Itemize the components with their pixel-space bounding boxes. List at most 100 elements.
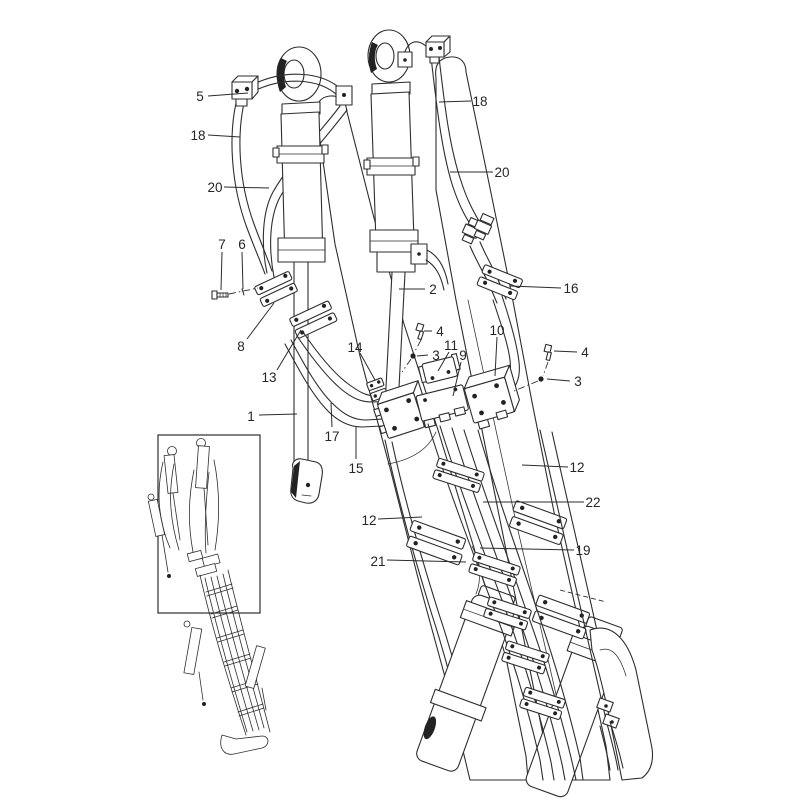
- callout-number: 2: [429, 282, 437, 297]
- inset-overview: [147, 434, 271, 755]
- screw-icon: [211, 287, 259, 300]
- callout-leader-line: [479, 547, 575, 551]
- callout-number: 12: [361, 513, 376, 528]
- callout-leader-line: [437, 351, 450, 372]
- left-hose-pair-18: [231, 98, 273, 275]
- callout-leader-line: [386, 559, 467, 563]
- callout-2: 2: [399, 282, 437, 297]
- callout-leader-line: [207, 92, 249, 97]
- callout-number: 12: [569, 460, 584, 475]
- callout-number: 19: [575, 543, 590, 558]
- boom-foot-bracket: [559, 589, 654, 781]
- callout-4: 4: [553, 345, 589, 360]
- callout-leader-line: [509, 285, 562, 289]
- callout-number: 16: [563, 281, 578, 296]
- callout-20: 20: [450, 165, 510, 180]
- inset-mini-drawing: [147, 438, 271, 755]
- callout-leader-line: [546, 378, 571, 382]
- banjo-block-5: [231, 73, 353, 107]
- callout-leader-line: [207, 134, 241, 138]
- callout-number: 7: [218, 237, 226, 252]
- callout-number: 10: [489, 323, 504, 338]
- callout-9: 9: [452, 348, 467, 397]
- bolt-icon: [513, 343, 553, 392]
- callout-16: 16: [509, 281, 579, 296]
- callout-number: 3: [432, 348, 440, 363]
- callout-1: 1: [247, 409, 298, 424]
- callout-number: 20: [494, 165, 509, 180]
- callout-11: 11: [437, 338, 458, 372]
- callout-number: 22: [585, 495, 600, 510]
- callout-number: 13: [261, 370, 276, 385]
- callout-number: 1: [247, 409, 255, 424]
- callout-leader-line: [452, 361, 462, 397]
- hose-clamp-8: [254, 271, 298, 307]
- valve-block-11: [417, 352, 461, 384]
- callout-number: 21: [370, 554, 385, 569]
- callout-20: 20: [207, 180, 270, 195]
- bundle-clamp: [483, 596, 532, 631]
- callout-10: 10: [489, 323, 505, 377]
- callout-leader-line: [553, 350, 578, 353]
- bundle-clamp: [432, 457, 485, 493]
- callout-leader-line: [246, 302, 275, 340]
- callout-leader-line: [330, 402, 333, 428]
- bundle-clamp: [519, 686, 566, 720]
- rod-end-clevis: [290, 458, 323, 504]
- callout-leader-line: [521, 464, 569, 468]
- callout-number: 9: [459, 348, 467, 363]
- callout-7: 7: [218, 237, 226, 291]
- callout-number: 18: [472, 94, 487, 109]
- callout-number: 18: [190, 128, 205, 143]
- beam-band-clamp: [406, 520, 467, 566]
- callout-14: 14: [347, 340, 376, 381]
- callout-15: 15: [348, 427, 364, 476]
- callout-number: 20: [207, 180, 222, 195]
- u-bend-hoses: [284, 331, 405, 428]
- callout-17: 17: [324, 402, 340, 444]
- callout-number: 8: [237, 339, 245, 354]
- bolt-icon: [401, 322, 425, 373]
- callout-8: 8: [237, 302, 275, 354]
- callout-3: 3: [416, 348, 440, 363]
- callout-number: 4: [436, 324, 444, 339]
- beam-band-clamp: [509, 500, 568, 545]
- callout-leader-line: [416, 354, 429, 357]
- callout-18: 18: [438, 94, 488, 109]
- hose-clamp-16: [476, 264, 523, 301]
- callout-number: 14: [347, 340, 363, 355]
- banjo-block-right: [397, 35, 451, 68]
- callout-leader-line: [438, 100, 472, 103]
- callout-leader-line: [359, 352, 376, 381]
- callout-19: 19: [479, 543, 591, 558]
- callout-leader-line: [377, 516, 423, 520]
- callout-leader-line: [223, 186, 270, 189]
- callout-leader-line: [220, 251, 223, 291]
- hose-clamp-13: [289, 300, 338, 339]
- callout-number: 6: [238, 237, 246, 252]
- callout-number: 3: [574, 374, 582, 389]
- callout-number: 11: [444, 338, 458, 353]
- callout-5: 5: [196, 89, 249, 104]
- callout-number: 15: [348, 461, 363, 476]
- beam-band-clamp: [531, 594, 591, 640]
- right-top-cylinder: [363, 29, 449, 397]
- callout-leader-line: [241, 251, 244, 290]
- callout-leader-line: [258, 413, 298, 416]
- valve-block-9: [415, 384, 469, 429]
- callout-13: 13: [261, 329, 302, 385]
- callout-leader-line: [276, 329, 302, 371]
- callout-12: 12: [361, 513, 423, 528]
- hose-coupling: [473, 212, 495, 241]
- callout-18: 18: [190, 128, 241, 143]
- bundle-clamp: [501, 640, 550, 675]
- callout-6: 6: [238, 237, 246, 290]
- callout-number: 17: [324, 429, 339, 444]
- left-top-cylinder: [272, 46, 329, 504]
- callout-12: 12: [521, 460, 585, 475]
- callout-number: 5: [196, 89, 204, 104]
- callout-leader-line: [494, 336, 498, 377]
